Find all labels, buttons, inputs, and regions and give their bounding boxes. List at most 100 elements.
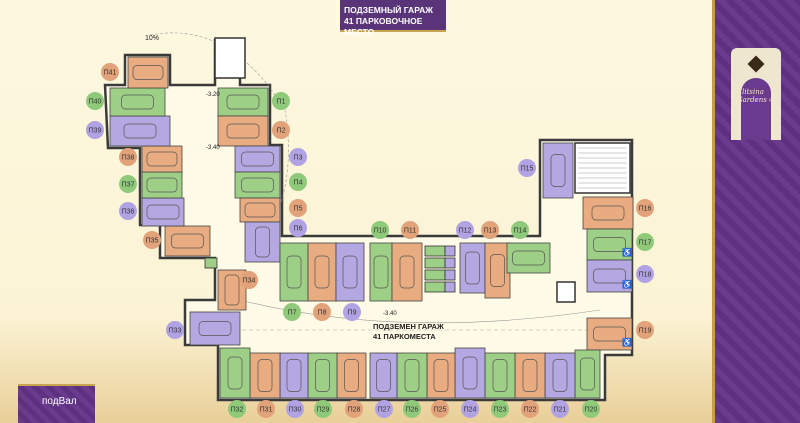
car-icon [342,255,358,289]
spot-label-badge [521,400,539,418]
spot-label: П2 [277,128,286,135]
wheelchair-icon: ♿ [622,279,632,289]
spot-label-badge [636,199,654,217]
spot-label: П5 [294,206,303,213]
spot-label: П34 [243,278,256,285]
car-icon [132,65,164,80]
car-icon [226,123,260,139]
spot-label: П27 [378,407,391,414]
spot-label-badge [636,233,654,251]
parking-spot-П9 [335,242,365,302]
car-icon [226,94,260,110]
spot-label: П28 [348,407,361,414]
car-icon [121,94,154,110]
spot-label-badge [636,321,654,339]
spot-label: П4 [294,180,303,187]
spot-label-badge [289,219,307,237]
spot-label: П33 [169,328,182,335]
parking-spot-П41 [127,56,169,89]
spot-label: П6 [294,226,303,233]
spot-label: П11 [404,228,416,235]
car-icon [433,359,449,392]
parking-spot-П8 [307,242,337,302]
spot-label: П25 [434,407,447,414]
car-icon [315,359,330,392]
storage-room [424,281,446,293]
spot-label-badge [314,400,332,418]
spot-label-badge [345,400,363,418]
spot-label-badge [636,265,654,283]
spot-label: П19 [639,328,652,335]
spot-label-badge [371,221,389,239]
storage-room [424,245,446,257]
parking-spot-П33 [189,311,241,346]
car-icon [227,356,243,390]
spot-label-badge [119,175,137,193]
storage-room [424,257,446,269]
elevator [556,281,576,303]
car-icon [512,250,545,266]
car-icon [465,251,480,285]
parking-spot-П12 [459,242,486,294]
plan-label: ПОДЗЕМЕН ГАРАЖ 41 ПАРКОМЕСТА [373,322,444,342]
plan-label-line-2: 41 ПАРКОМЕСТА [373,332,436,341]
spot-label: П23 [494,407,507,414]
spot-label: П9 [348,310,357,317]
car-icon [522,359,538,392]
spot-label: П10 [374,228,387,235]
wheelchair-icon: ♿ [622,247,632,257]
storage-room [444,245,456,257]
car-icon [224,274,240,306]
spot-label: П30 [289,407,302,414]
spot-label: П13 [484,228,497,235]
spot-label-badge [456,221,474,239]
car-icon [146,177,178,193]
car-icon [490,254,505,287]
spot-label-badge [551,400,569,418]
car-icon [244,202,276,218]
spot-label: П31 [260,407,273,414]
spot-label: П17 [639,240,652,247]
spot-label: П22 [524,407,537,414]
parking-spot-П13 [484,242,511,299]
storage-room [444,257,456,269]
parking-spot-П23 [484,352,516,399]
ramp-slope: 10% [145,35,160,42]
storage-room [424,269,446,281]
spot-label: П15 [521,166,534,173]
spot-label-badge [582,400,600,418]
spot-label: П21 [554,407,567,414]
car-icon [123,123,157,139]
spot-label-badge [101,63,119,81]
storage-room [444,269,456,281]
plan-label-line-1: ПОДЗЕМЕН ГАРАЖ [373,322,444,331]
spot-label-badge [86,121,104,139]
spot-label-badge [86,92,104,110]
parking-spot-П40 [109,87,166,117]
car-icon [314,255,330,289]
parking-spot-П3 [234,145,281,173]
spot-label-badge [240,271,258,289]
spot-label: П12 [459,228,472,235]
spot-label-badge [289,148,307,166]
spot-label-badge [119,148,137,166]
car-icon [286,359,302,392]
car-icon [286,255,302,289]
parking-spot-П21 [544,352,576,399]
parking-spot-П1 [217,87,269,117]
parking-spot-П20 [574,349,601,399]
car-icon [373,255,389,289]
spot-label-badge [491,400,509,418]
spot-label-badge [518,159,536,177]
car-icon [399,255,415,289]
parking-spot-П15 [542,142,574,199]
spot-label: П36 [122,209,135,216]
parking-spot-П39 [109,115,171,147]
page-title: ПОДЗЕМНЫЙ ГАРАЖ 41 ПАРКОВОЧНОЕ МЕСТО [340,0,446,37]
spot-label-badge [272,92,290,110]
parking-spot-П22 [514,352,546,399]
car-icon [580,357,595,391]
parking-spot-П19 [586,317,633,351]
spot-label: П7 [288,310,297,317]
parking-spot-П26 [396,352,428,399]
